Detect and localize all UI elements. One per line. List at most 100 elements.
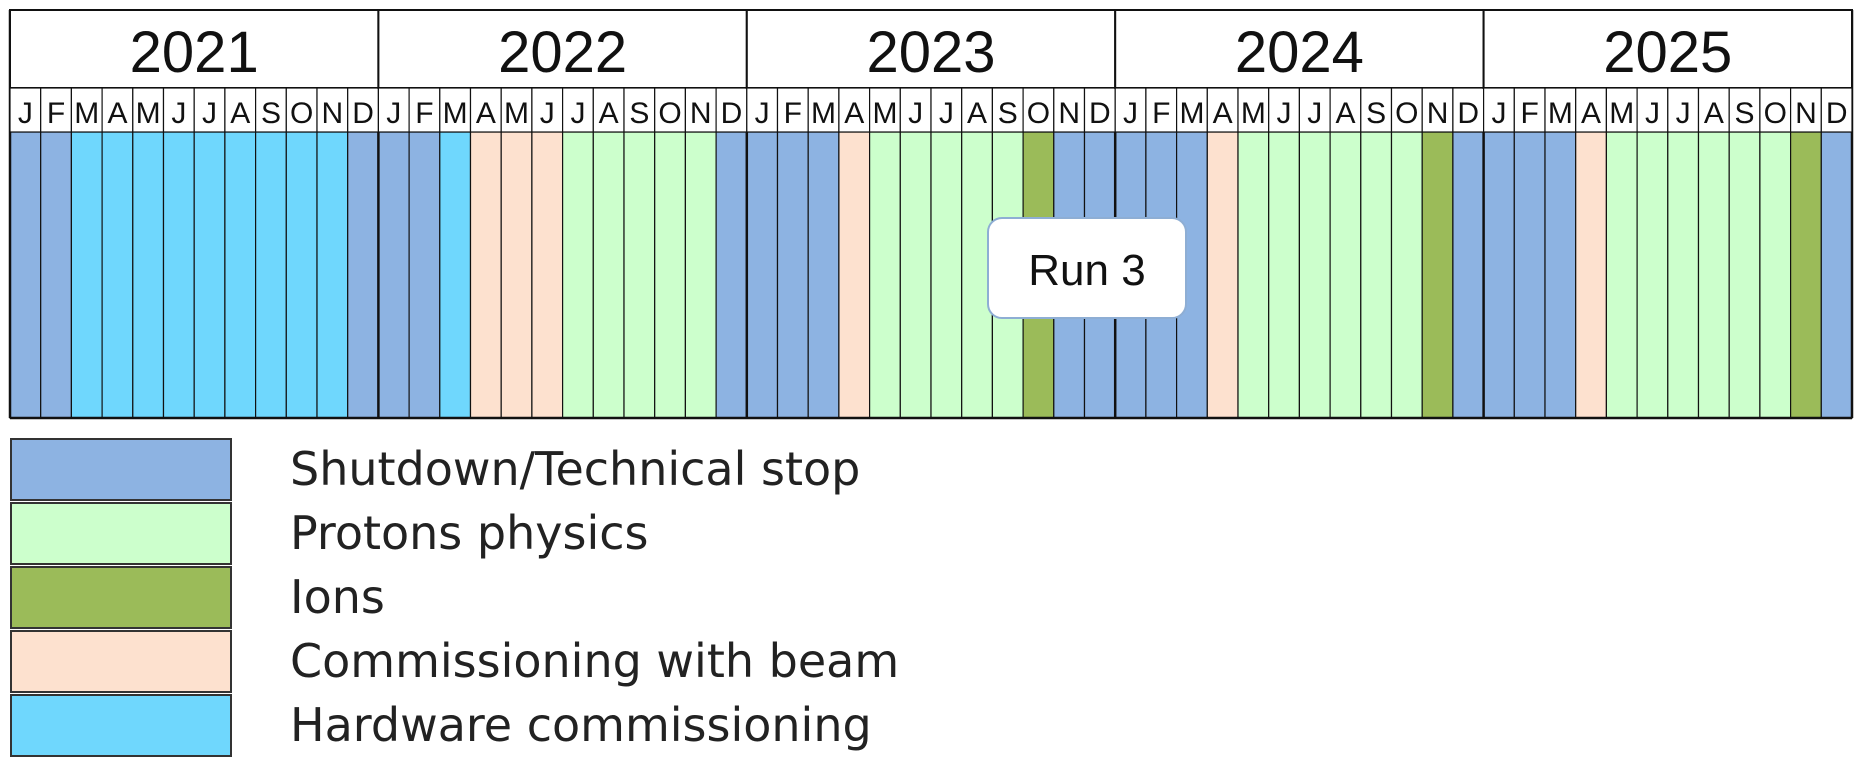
month-header-cell [70, 87, 103, 133]
month-cell-shutdown [1820, 131, 1853, 419]
year-header-2021 [9, 9, 380, 89]
legend-swatch-hw [10, 694, 232, 757]
month-cell-protons [1268, 131, 1300, 419]
month-header-cell [1575, 87, 1607, 133]
month-header-cell [592, 87, 625, 133]
month-label: O [1764, 97, 1787, 130]
month-header-cell [500, 87, 533, 133]
month-label: N [322, 97, 344, 130]
month-header-cell [930, 87, 963, 133]
month-label: N [1795, 97, 1817, 130]
month-cell-hw [132, 131, 165, 419]
month-header-cell [746, 87, 779, 133]
month-cell-ions [1789, 131, 1822, 419]
month-header-cell [224, 87, 257, 133]
month-cell-protons [1759, 131, 1792, 419]
month-cell-hw [255, 131, 287, 419]
month-label: F [1520, 97, 1538, 130]
month-header-cell [1175, 87, 1208, 133]
month-header-cell [439, 87, 472, 133]
month-label: F [47, 97, 65, 130]
month-label: S [998, 97, 1018, 130]
month-cell-protons [868, 131, 901, 419]
month-cell-hw [193, 131, 226, 419]
month-header-cell [1667, 87, 1700, 133]
month-label: O [1395, 97, 1418, 130]
month-cell-shutdown [408, 131, 441, 419]
month-cell-beam [1575, 131, 1607, 419]
month-header-cell [469, 87, 502, 133]
month-label: J [939, 97, 954, 130]
month-cell-shutdown [377, 131, 410, 419]
month-cell-protons [1237, 131, 1270, 419]
month-header-cell [1513, 87, 1546, 133]
legend-label-hw: Hardware commissioning [290, 698, 872, 752]
month-label: A [1335, 97, 1355, 130]
month-cell-shutdown [9, 131, 42, 419]
month-label: F [415, 97, 433, 130]
month-label: J [18, 97, 33, 130]
month-label: N [690, 97, 712, 130]
month-cell-shutdown [1482, 131, 1515, 419]
run-callout: Run 3 [987, 217, 1187, 319]
month-header-cell [1697, 87, 1730, 133]
legend-swatch-ions [10, 566, 232, 629]
year-header-2024 [1114, 9, 1485, 89]
month-label: D [1826, 97, 1848, 130]
month-cell-protons [654, 131, 687, 419]
month-header-cell [285, 87, 318, 133]
month-label: D [1457, 97, 1479, 130]
month-cell-protons [899, 131, 932, 419]
month-cell-shutdown [776, 131, 809, 419]
month-header-cell [40, 87, 73, 133]
month-label: J [755, 97, 770, 130]
month-cell-shutdown [746, 131, 779, 419]
month-cell-protons [1329, 131, 1362, 419]
month-cell-protons [1697, 131, 1730, 419]
month-header-cell [9, 87, 42, 133]
month-label: J [540, 97, 555, 130]
month-cell-shutdown [40, 131, 73, 419]
month-cell-hw [316, 131, 349, 419]
month-cell-hw [70, 131, 103, 419]
month-header-cell [838, 87, 871, 133]
month-label: A [844, 97, 864, 130]
month-cell-hw [162, 131, 195, 419]
month-cell-protons [592, 131, 625, 419]
month-label: J [1277, 97, 1292, 130]
month-cell-beam [838, 131, 871, 419]
month-label: S [261, 97, 281, 130]
month-cell-beam [1206, 131, 1239, 419]
month-cell-protons [1636, 131, 1669, 419]
year-header-2025 [1482, 9, 1853, 89]
month-label: M [74, 97, 99, 130]
month-cell-protons [1390, 131, 1423, 419]
month-cell-hw [439, 131, 472, 419]
month-header-cell [1452, 87, 1485, 133]
month-label: J [1123, 97, 1138, 130]
month-cell-protons [1360, 131, 1393, 419]
month-cell-beam [469, 131, 502, 419]
legend-label-shutdown: Shutdown/Technical stop [290, 442, 861, 496]
month-cells [8, 10, 1854, 420]
month-header-cell [561, 87, 594, 133]
run-callout-label: Run 3 [1028, 246, 1145, 295]
month-cell-shutdown [1452, 131, 1485, 419]
month-header-cell [1298, 87, 1331, 133]
month-label: M [811, 97, 836, 130]
month-header-cell [377, 87, 410, 133]
month-label: J [386, 97, 401, 130]
month-cell-protons [684, 131, 717, 419]
legend-swatch-beam [10, 630, 232, 693]
month-label: S [1735, 97, 1755, 130]
month-header-cell [623, 87, 656, 133]
month-label: S [629, 97, 649, 130]
month-cell-shutdown [1544, 131, 1577, 419]
month-cell-protons [1298, 131, 1331, 419]
month-label: D [721, 97, 743, 130]
month-header-cell [162, 87, 195, 133]
year-header-2022 [377, 9, 748, 89]
month-cell-protons [561, 131, 594, 419]
month-cell-beam [500, 131, 533, 419]
month-header-cell [1759, 87, 1792, 133]
